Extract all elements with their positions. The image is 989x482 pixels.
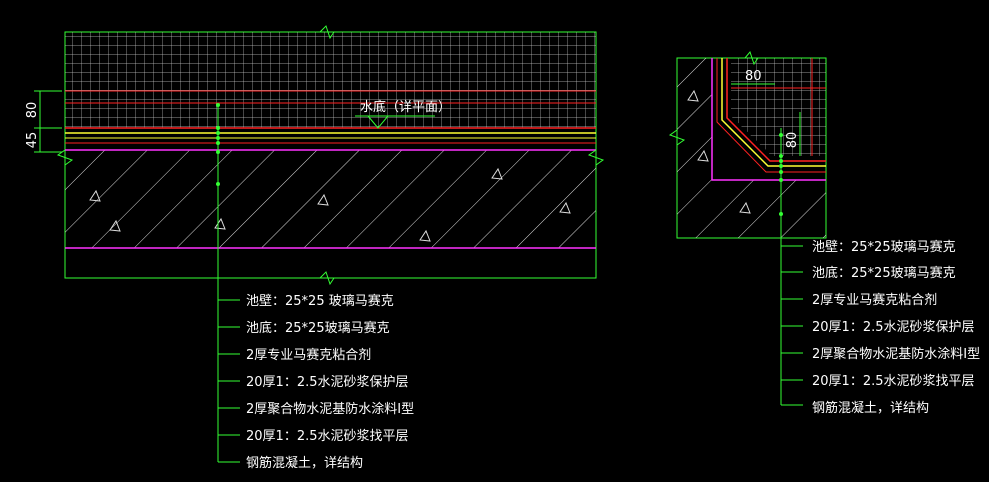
right-layer-label-4: 20厚1：2.5水泥砂浆保护层 [812, 320, 975, 335]
right-mosaic-tiles [731, 58, 826, 156]
right-dim-80-h: 80 [745, 69, 762, 84]
left-dim-80: 80 [25, 102, 40, 119]
right-concrete-edge [711, 58, 826, 181]
left-layer-label-6: 20厚1：2.5水泥砂浆找平层 [246, 429, 409, 444]
left-detail: 水底（详平面） 80 45 池壁：25*25 玻璃马赛克 [25, 25, 605, 471]
right-break-top [744, 50, 759, 66]
left-layer-label-5: 2厚聚合物水泥基防水涂料Ⅰ型 [246, 401, 414, 417]
level-triangle-icon [367, 115, 389, 129]
right-layer-protect [721, 58, 826, 167]
right-layer-label-6: 20厚1：2.5水泥砂浆找平层 [812, 374, 975, 389]
right-concrete [677, 58, 826, 238]
left-layer-label-1: 池壁：25*25 玻璃马赛克 [246, 293, 394, 309]
right-layer-label-1: 池壁：25*25玻璃马赛克 [812, 239, 956, 255]
left-layer-label-3: 2厚专业马赛克粘合剂 [246, 347, 371, 363]
right-leader-dots [779, 133, 783, 216]
right-layer-label-2: 池底：25*25玻璃马赛克 [812, 265, 956, 281]
right-layer-level [716, 58, 826, 173]
right-break-left [668, 129, 686, 146]
right-layer-label-5: 2厚聚合物水泥基防水涂料Ⅰ型 [812, 346, 980, 362]
left-mosaic-tiles [65, 32, 596, 128]
right-layer-label-7: 钢筋混凝土，详结构 [812, 400, 929, 416]
left-break-top [319, 25, 335, 40]
right-detail: 80 80 池壁：25*25玻璃马赛克 池底：25*25玻璃马赛克 2厚专业马赛… [668, 50, 980, 416]
left-break-bottom [319, 271, 335, 286]
left-layer-label-2: 池底：25*25玻璃马赛克 [246, 320, 390, 336]
left-concrete [65, 150, 596, 248]
right-layer-label-3: 2厚专业马赛克粘合剂 [812, 292, 937, 308]
left-aggregate-marks [89, 167, 571, 242]
left-layer-label-7: 钢筋混凝土，详结构 [246, 455, 363, 471]
left-layer-label-4: 20厚1：2.5水泥砂浆保护层 [246, 375, 409, 390]
left-dim-45: 45 [25, 132, 40, 149]
level-note: 水底（详平面） [360, 99, 451, 115]
right-break-side [587, 149, 605, 166]
right-aggregate-marks [687, 89, 751, 214]
left-leader-dots [216, 103, 220, 186]
right-dim-80-v: 80 [785, 132, 800, 149]
left-leader-ticks [218, 299, 240, 463]
right-layer-adhesive [726, 58, 826, 162]
right-leader-ticks [781, 245, 803, 406]
